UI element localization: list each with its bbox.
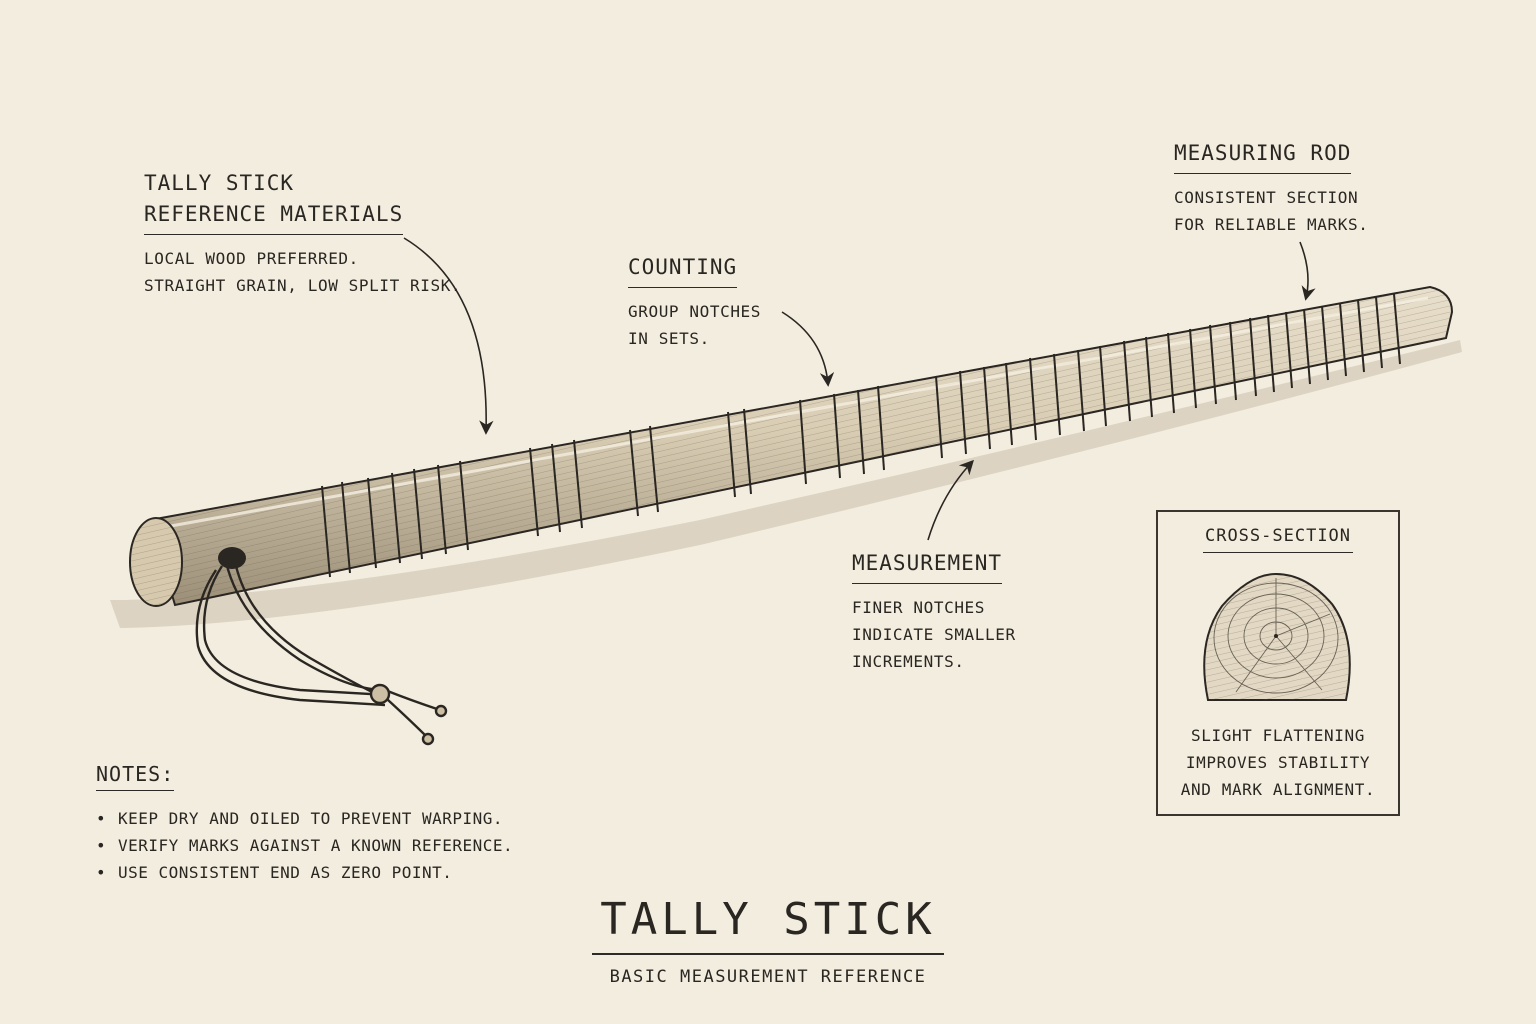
materials-heading: TALLY STICK REFERENCE MATERIALS: [144, 168, 404, 235]
notes-list: •KEEP DRY AND OILED TO PREVENT WARPING. …: [96, 805, 513, 886]
measuring-rod-label: MEASURING ROD CONSISTENT SECTION FOR REL…: [1174, 138, 1368, 238]
bullet-icon: •: [96, 863, 107, 882]
cross-section-caption: SLIGHT FLATTENING IMPROVES STABILITY AND…: [1180, 726, 1376, 799]
notch-marks: [321, 293, 1401, 578]
bullet-icon: •: [96, 836, 107, 855]
page-title: TALLY STICK: [592, 894, 944, 955]
cross-section-title: CROSS-SECTION: [1158, 526, 1398, 553]
list-item: •VERIFY MARKS AGAINST A KNOWN REFERENCE.: [96, 832, 513, 859]
counting-arrow: [781, 311, 835, 387]
measurement-label: MEASUREMENT FINER NOTCHES INDICATE SMALL…: [852, 548, 1016, 675]
measuring-rod-heading: MEASURING ROD: [1174, 138, 1352, 174]
measurement-arrow: [927, 459, 974, 541]
measurement-body: FINER NOTCHES INDICATE SMALLER INCREMENT…: [852, 598, 1016, 671]
measuring-rod-arrow: [1299, 241, 1316, 301]
counting-heading: COUNTING: [628, 252, 738, 288]
title-block: TALLY STICK BASIC MEASUREMENT REFERENCE: [0, 894, 1536, 987]
cross-section-drawing: [1203, 572, 1351, 701]
notes-heading: NOTES:: [96, 762, 175, 791]
notes-section: NOTES: •KEEP DRY AND OILED TO PREVENT WA…: [96, 762, 513, 886]
materials-arrow: [403, 237, 494, 435]
list-item: •USE CONSISTENT END AS ZERO POINT.: [96, 859, 513, 886]
counting-body: GROUP NOTCHES IN SETS.: [628, 302, 762, 348]
cord: [195, 561, 448, 746]
measurement-heading: MEASUREMENT: [852, 548, 1003, 584]
counting-label: COUNTING GROUP NOTCHES IN SETS.: [628, 252, 761, 352]
stick-shadow: [110, 340, 1462, 628]
leader-arrows: [403, 237, 1316, 541]
bullet-icon: •: [96, 809, 107, 828]
materials-label: TALLY STICK REFERENCE MATERIALS LOCAL WO…: [144, 168, 461, 299]
cross-section-panel: CROSS-SECTION SLIGHT FLATTENING IMPROVES…: [1156, 510, 1400, 816]
page-subtitle: BASIC MEASUREMENT REFERENCE: [609, 967, 927, 987]
measuring-rod-body: CONSISTENT SECTION FOR RELIABLE MARKS.: [1174, 188, 1369, 234]
cord-hole: [218, 547, 246, 569]
list-item: •KEEP DRY AND OILED TO PREVENT WARPING.: [96, 805, 513, 832]
materials-body: LOCAL WOOD PREFERRED. STRAIGHT GRAIN, LO…: [144, 249, 462, 295]
